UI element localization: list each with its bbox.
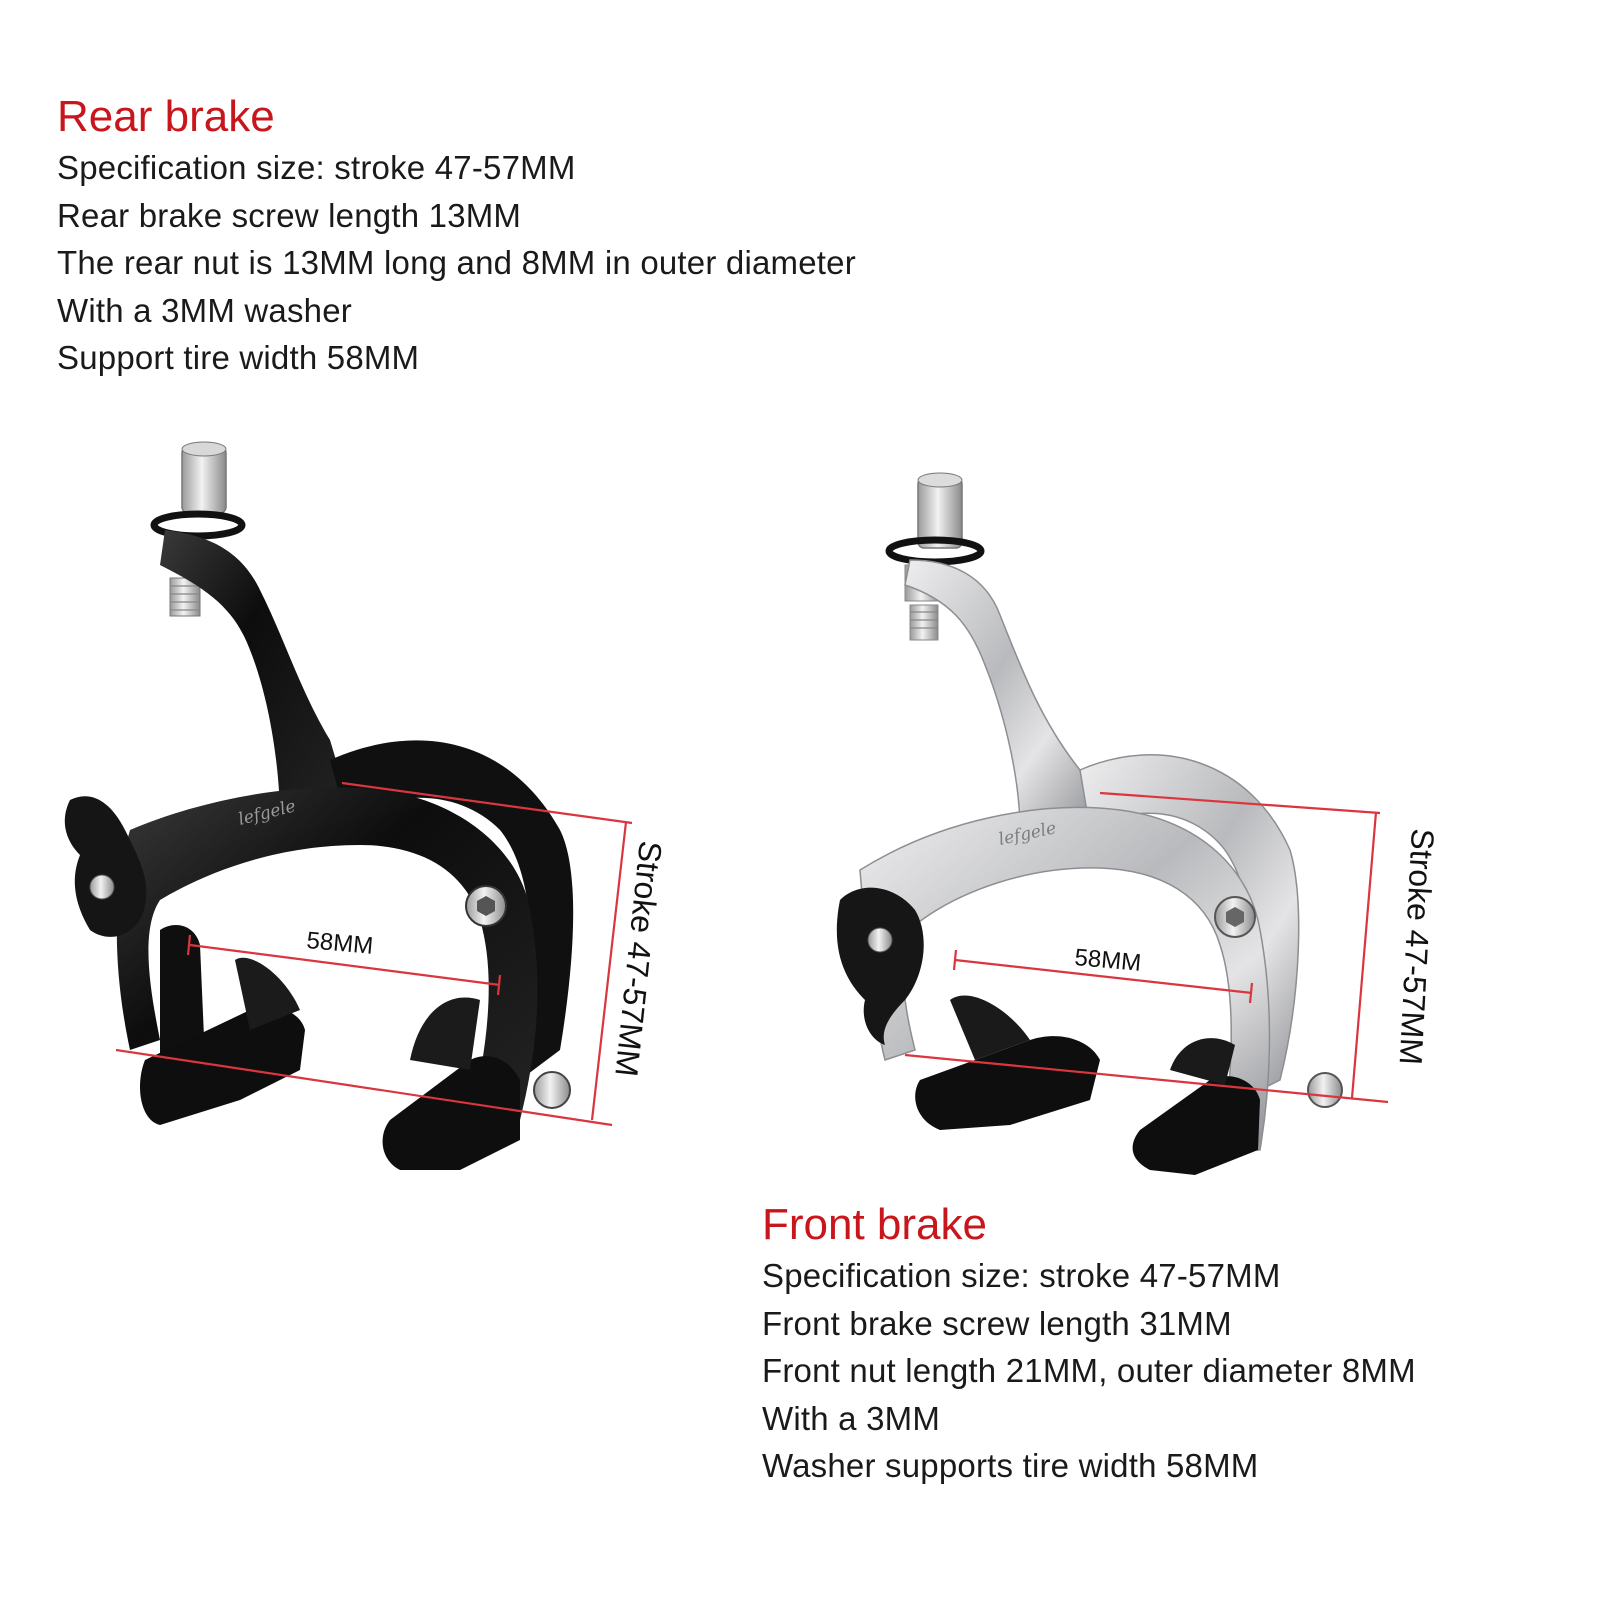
rear-spec-line: Support tire width 58MM bbox=[57, 339, 420, 376]
front-brake-title: Front brake bbox=[762, 1200, 987, 1249]
front-stroke-label: Stroke 47-57MM bbox=[1393, 828, 1441, 1066]
front-spec-line: With a 3MM bbox=[762, 1399, 941, 1437]
front-spec-line: Washer supports tire width 58MM bbox=[762, 1447, 1259, 1484]
rear-spec-line: The rear nut is 13MM long and 8MM in out… bbox=[57, 244, 856, 281]
rear-width-label: 58MM bbox=[305, 927, 374, 960]
front-dimensions bbox=[904, 791, 1389, 1104]
rear-spec-line: Rear brake screw length 13MM bbox=[57, 196, 522, 234]
rear-brake-title: Rear brake bbox=[57, 92, 275, 141]
front-brake-image: lefgele bbox=[836, 472, 1343, 1175]
front-spec-line: Specification size: stroke 47-57MM bbox=[762, 1257, 1281, 1294]
front-spec-line: Front brake screw length 31MM bbox=[762, 1304, 1232, 1342]
rear-brake-spec: Rear brake Specification size: stroke 47… bbox=[57, 92, 856, 382]
rear-dimensions bbox=[115, 781, 633, 1127]
front-brake-spec: Front brake Specification size: stroke 4… bbox=[762, 1200, 1416, 1490]
front-spec-line: Front nut length 21MM, outer diameter 8M… bbox=[762, 1352, 1416, 1389]
rear-stroke-label: Stroke 47-57MM bbox=[608, 839, 669, 1078]
front-width-label: 58MM bbox=[1073, 944, 1142, 977]
rear-brake-image: lefgele bbox=[64, 441, 574, 1170]
rear-spec-line: Specification size: stroke 47-57MM bbox=[57, 149, 576, 186]
rear-spec-line: With a 3MM washer bbox=[57, 291, 352, 329]
